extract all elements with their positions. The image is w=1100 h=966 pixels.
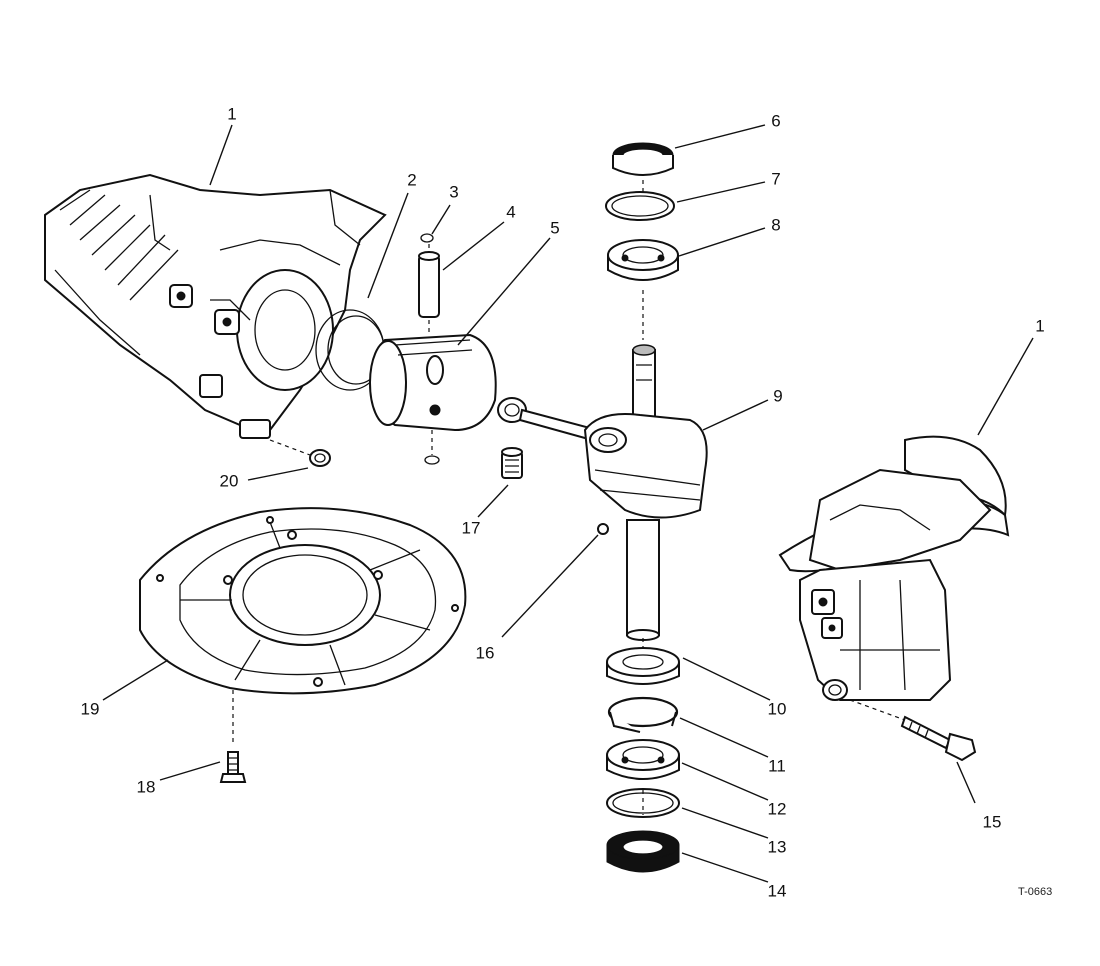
- lower-bearing-part: [606, 647, 680, 685]
- piston-pin-clip-bottom: [424, 455, 440, 465]
- leader-17: [477, 484, 509, 518]
- callout-17: 17: [462, 518, 481, 537]
- callout-18: 18: [137, 777, 156, 796]
- leader-16: [501, 534, 599, 638]
- plate-screw-part: [219, 751, 247, 783]
- cylinder-block-part: [44, 173, 387, 439]
- leader-13: [681, 807, 769, 839]
- leader-lines: [102, 124, 1034, 883]
- crankcase-half-part: [778, 435, 1010, 701]
- callout-15: 15: [983, 812, 1002, 831]
- base-plate-part: [139, 507, 467, 745]
- figure-reference-code: T-0663: [1018, 886, 1052, 898]
- piston-pin-part: [418, 244, 440, 335]
- lower-ball-bearing-part: [606, 739, 680, 780]
- callout-20: 20: [220, 471, 239, 490]
- callout-1-left: 1: [227, 104, 236, 123]
- leader-10: [682, 657, 771, 701]
- snap-ring-part: [607, 696, 679, 733]
- piston-part: [369, 333, 497, 455]
- leader-4: [442, 221, 505, 271]
- leader-1-right: [977, 337, 1034, 436]
- leader-18: [159, 761, 221, 781]
- upper-oil-seal-part: [612, 142, 674, 176]
- crankcase-bolt-part: [849, 699, 977, 762]
- piston-pin-clip-top: [420, 233, 434, 243]
- leader-9: [702, 399, 769, 431]
- dowel-pin-part: [269, 439, 331, 467]
- lower-oil-seal-part: [606, 830, 680, 873]
- callout-5: 5: [550, 218, 559, 237]
- check-ball-part: [597, 523, 609, 535]
- callout-16: 16: [476, 643, 495, 662]
- callout-7: 7: [771, 169, 780, 188]
- leader-1-left: [209, 124, 233, 186]
- callout-labels: 1 2 3 4 5 6 7 8 9 1 10 11 12 13 14 15 16…: [81, 104, 1045, 900]
- leader-20: [247, 467, 309, 481]
- leader-15: [956, 761, 976, 804]
- crankshaft-part: [583, 344, 708, 650]
- lower-retaining-ring-part: [606, 788, 680, 818]
- upper-bearing-part: [607, 239, 679, 340]
- callout-6: 6: [771, 111, 780, 130]
- callout-3: 3: [449, 182, 458, 201]
- callout-12: 12: [768, 799, 787, 818]
- upper-retaining-ring-part: [605, 180, 675, 221]
- connecting-rod-part: [497, 397, 594, 442]
- callout-4: 4: [506, 202, 515, 221]
- leader-2: [367, 192, 409, 299]
- leader-7: [676, 181, 766, 203]
- leader-8: [678, 227, 766, 257]
- callout-1-right: 1: [1035, 316, 1044, 335]
- leader-12: [681, 762, 769, 801]
- callout-11: 11: [768, 756, 786, 775]
- callout-14: 14: [768, 881, 787, 900]
- callout-13: 13: [768, 837, 787, 856]
- callout-8: 8: [771, 215, 780, 234]
- callout-10: 10: [768, 699, 787, 718]
- callout-2: 2: [407, 170, 416, 189]
- leader-14: [681, 852, 769, 883]
- leader-6: [674, 124, 766, 149]
- needle-bearing-part: [501, 447, 523, 479]
- leader-19: [102, 659, 169, 701]
- leader-3: [431, 204, 451, 235]
- leader-11: [679, 717, 769, 758]
- callout-19: 19: [81, 699, 100, 718]
- callout-9: 9: [773, 386, 782, 405]
- leader-5: [457, 237, 551, 346]
